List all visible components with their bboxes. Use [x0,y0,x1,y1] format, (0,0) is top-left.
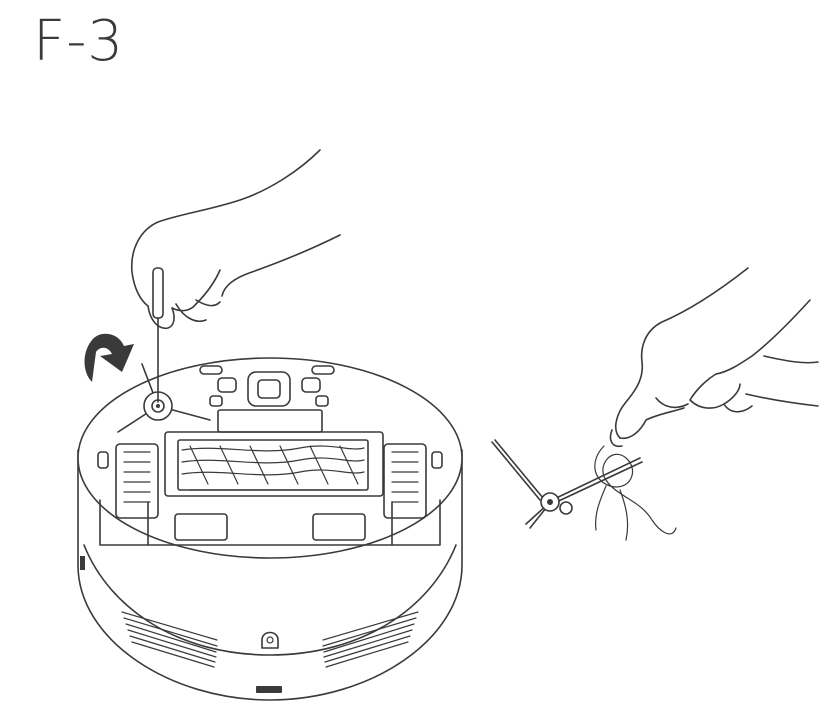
hand-icon [130,149,341,403]
robot-vacuum-underside-icon [77,357,463,701]
rotate-arrow-icon [84,333,134,382]
side-brush-icon [491,439,643,529]
hand-icon [609,267,819,448]
figure-label: F-3 [33,9,125,74]
hair-strand [594,445,677,541]
